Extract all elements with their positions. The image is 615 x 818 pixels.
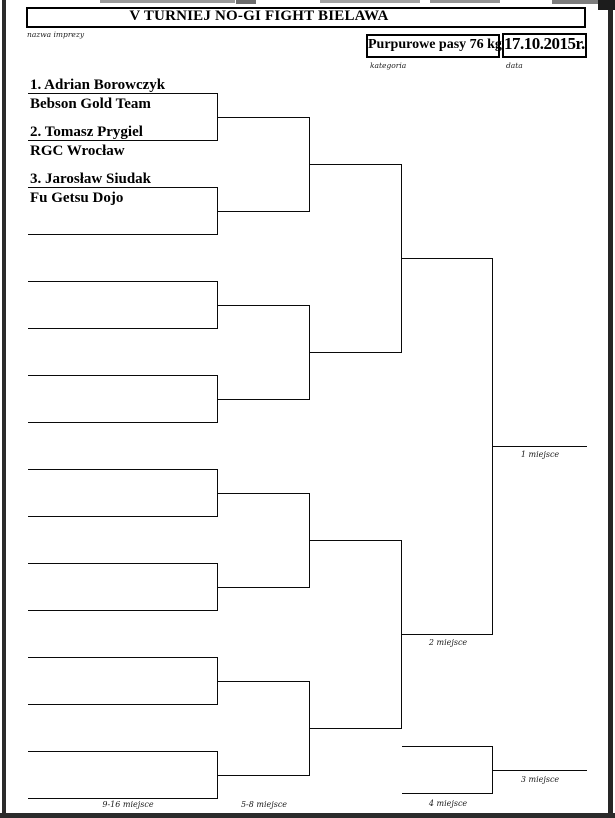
fourth-place-label: 4 miejsce bbox=[428, 799, 468, 808]
sf-winner-line-1 bbox=[401, 258, 493, 259]
r2-winner-line-2 bbox=[309, 352, 402, 353]
entry-line-7 bbox=[28, 375, 218, 376]
r1-connector-5 bbox=[217, 469, 218, 516]
entry-line-5 bbox=[28, 281, 218, 282]
date-field-label: data bbox=[506, 61, 523, 70]
third-place-top-line bbox=[402, 746, 493, 747]
entry-line-2 bbox=[28, 140, 218, 141]
r2-winner-line-1 bbox=[309, 164, 402, 165]
scan-right-border bbox=[608, 0, 613, 818]
r1-connector-1 bbox=[217, 93, 218, 140]
r1-winner-line-2 bbox=[217, 211, 310, 212]
entry-line-1 bbox=[28, 93, 218, 94]
r1-connector-8 bbox=[217, 751, 218, 798]
scan-left-border bbox=[2, 0, 6, 818]
first-place-line bbox=[492, 446, 587, 447]
second-place-label: 2 miejsce bbox=[428, 638, 468, 647]
category-value: Purpurowe pasy 76 kg bbox=[368, 37, 502, 52]
entry-line-11 bbox=[28, 563, 218, 564]
scan-smudge bbox=[236, 0, 256, 4]
places-5-8-label: 5-8 miejsce bbox=[240, 800, 288, 809]
r1-winner-line-5 bbox=[217, 493, 310, 494]
r1-winner-line-3 bbox=[217, 305, 310, 306]
r1-winner-line-7 bbox=[217, 681, 310, 682]
third-place-winner-line bbox=[492, 770, 587, 771]
entrant-2-name: 2. Tomasz Prygiel bbox=[30, 124, 143, 140]
entrant-1-name: 1. Adrian Borowczyk bbox=[30, 77, 166, 93]
places-9-16-label: 9-16 miejsce bbox=[102, 800, 154, 809]
entry-line-10 bbox=[28, 516, 218, 517]
r1-connector-2 bbox=[217, 187, 218, 234]
r1-winner-line-6 bbox=[217, 587, 310, 588]
first-place-label: 1 miejsce bbox=[520, 450, 560, 459]
r1-winner-line-1 bbox=[217, 117, 310, 118]
event-name-box bbox=[26, 7, 586, 28]
entry-line-13 bbox=[28, 657, 218, 658]
entry-line-9 bbox=[28, 469, 218, 470]
third-place-connector bbox=[492, 746, 493, 793]
entry-line-14 bbox=[28, 704, 218, 705]
sf-winner-line-2 bbox=[401, 634, 493, 635]
scan-smudge bbox=[552, 0, 598, 4]
category-box bbox=[366, 34, 500, 58]
scan-bottom-border bbox=[0, 813, 615, 818]
event-name-field-label: nazwa imprezy bbox=[27, 30, 85, 39]
scan-smudge bbox=[320, 0, 420, 3]
third-place-label: 3 miejsce bbox=[520, 775, 560, 784]
date-value: 17.10.2015r. bbox=[504, 34, 585, 53]
entrant-3-team: Fu Getsu Dojo bbox=[30, 190, 124, 206]
r1-connector-7 bbox=[217, 657, 218, 704]
category-field-label: kategoria bbox=[370, 61, 407, 70]
scan-corner-mark bbox=[598, 0, 615, 10]
entry-line-4 bbox=[28, 234, 218, 235]
r1-winner-line-4 bbox=[217, 399, 310, 400]
entry-line-16 bbox=[28, 798, 218, 799]
r2-winner-line-4 bbox=[309, 728, 402, 729]
entry-line-6 bbox=[28, 328, 218, 329]
entry-line-12 bbox=[28, 610, 218, 611]
entrant-2-team: RGC Wrocław bbox=[30, 143, 125, 159]
r1-winner-line-8 bbox=[217, 775, 310, 776]
third-place-bottom-line bbox=[402, 793, 493, 794]
r1-connector-6 bbox=[217, 563, 218, 610]
entrant-1-team: Bebson Gold Team bbox=[30, 96, 151, 112]
r2-winner-line-3 bbox=[309, 540, 402, 541]
date-box bbox=[502, 33, 587, 58]
entry-line-8 bbox=[28, 422, 218, 423]
entry-line-15 bbox=[28, 751, 218, 752]
entry-line-3 bbox=[28, 187, 218, 188]
r1-connector-3 bbox=[217, 281, 218, 328]
entrant-3-name: 3. Jarosław Siudak bbox=[30, 171, 152, 187]
event-title: V TURNIEJ NO-GI FIGHT BIELAWA bbox=[129, 8, 389, 24]
r1-connector-4 bbox=[217, 375, 218, 422]
scan-smudge bbox=[430, 0, 500, 3]
scan-smudge bbox=[100, 0, 235, 3]
